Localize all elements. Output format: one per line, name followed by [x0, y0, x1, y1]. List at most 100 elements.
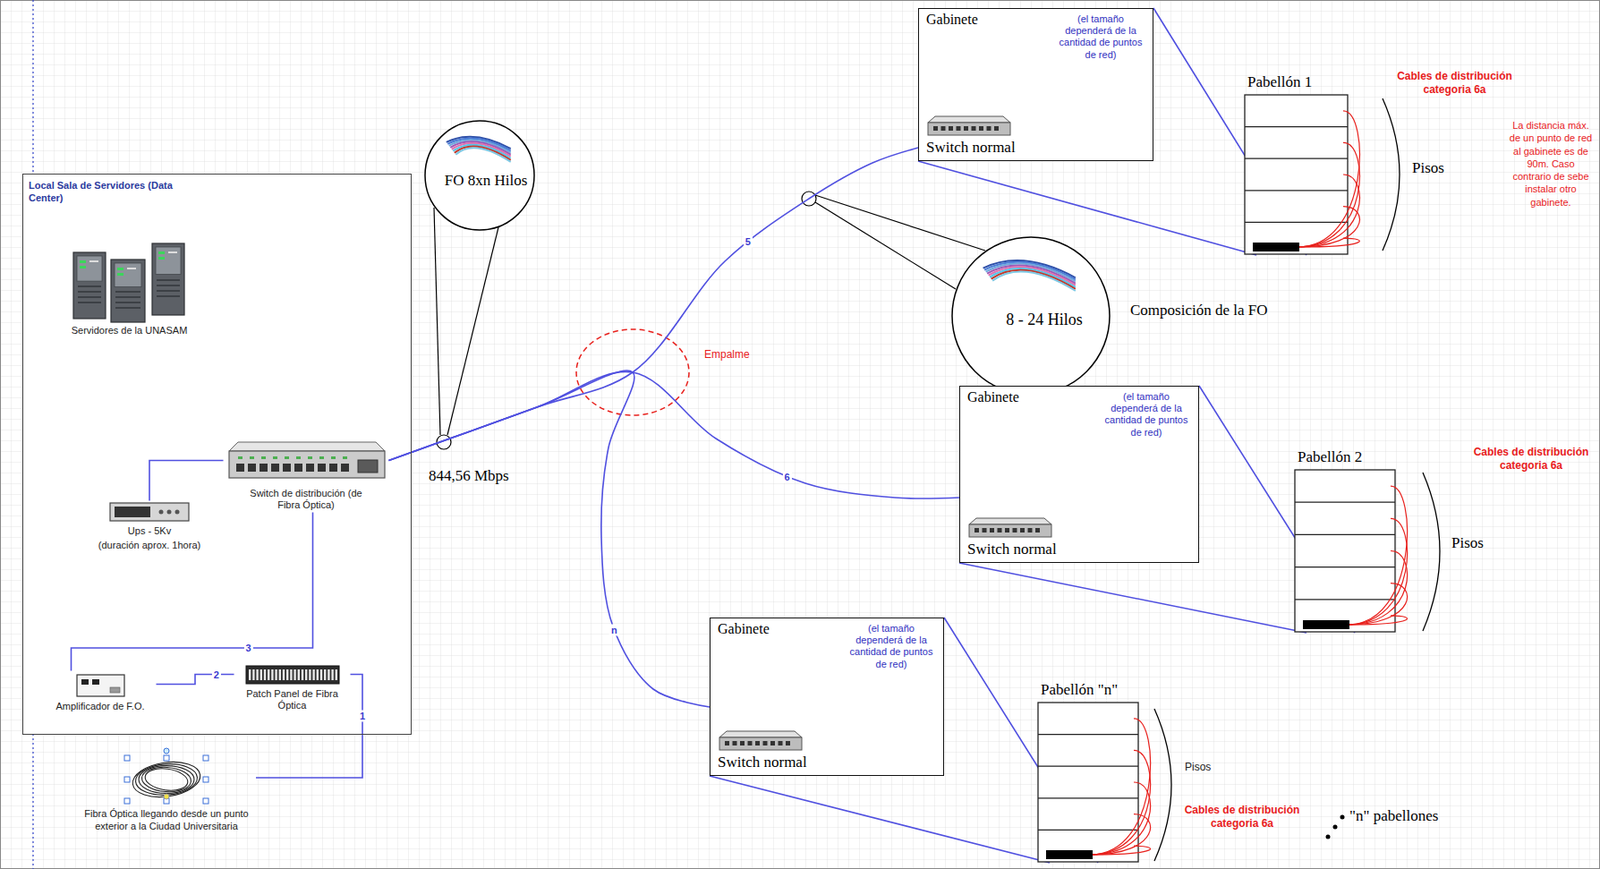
coil-icon-part-part — [141, 765, 193, 794]
switch-icon-part-part — [1004, 527, 1010, 533]
servers-icon-part-part — [115, 301, 141, 304]
distribution-cables-part — [1297, 142, 1360, 247]
floors-label: Pisos — [1451, 534, 1484, 553]
switch-icon-part-part — [1020, 527, 1025, 533]
coil-icon-part-part — [134, 761, 198, 797]
building: Pabellón 2 — [1293, 444, 1438, 633]
building-floors-part — [1294, 534, 1396, 536]
coil-icon-part-part — [163, 748, 170, 754]
switch-icon-part-part — [282, 463, 291, 472]
switch-icon-part-part — [249, 456, 255, 460]
distribution-cables-part — [1090, 814, 1151, 855]
patch-icon-part-part — [263, 669, 265, 681]
cabinet-box: Gabinete(el tamaño dependerá de la canti… — [959, 385, 1200, 563]
switch-icon-part-part — [1012, 527, 1018, 533]
switch-icon-part-part — [261, 456, 266, 460]
building-floors-part — [1038, 702, 1139, 862]
fiber-coil: Fibra Óptica llegando desde un punto ext… — [76, 749, 256, 843]
patch-icon-part-part — [305, 669, 307, 681]
distribution-cables — [1297, 110, 1360, 247]
switch-icon-part-part — [941, 126, 946, 131]
switch-icon-part-part — [978, 126, 984, 131]
distribution-cables-part — [1347, 615, 1408, 625]
switch-icon-part-part — [331, 456, 336, 460]
patch-icon-part — [246, 665, 340, 684]
more-buildings-label: "n" pabellones — [1349, 807, 1439, 826]
building-floors-part — [1244, 158, 1348, 160]
node-text: (el tamaño dependerá de la cantidad de p… — [846, 622, 937, 671]
coil-icon-part-part — [203, 798, 209, 804]
distribution-cables-part — [1090, 845, 1151, 855]
node-text: 8 - 24 Hilos — [951, 309, 1111, 329]
servers-icon-part-part — [127, 267, 137, 270]
link-number: 3 — [243, 642, 253, 655]
building-drawing — [1293, 468, 1438, 633]
link-number: 2 — [212, 668, 222, 681]
fiber-strands-part — [992, 271, 1076, 290]
room-box: Local Sala de Servidores (Data Center)Se… — [22, 173, 412, 735]
dot — [1333, 825, 1338, 830]
node-text: (el tamaño dependerá de la cantidad de p… — [1055, 13, 1146, 61]
fiber-strands-part — [455, 147, 511, 162]
servers-icon-part-part — [117, 272, 124, 276]
amp-icon-part-part — [110, 687, 120, 693]
amp-icon — [76, 671, 126, 698]
switch-icon-part-part — [997, 527, 1003, 533]
servers-icon-part-part — [114, 263, 142, 288]
building-drawing — [1243, 93, 1388, 256]
coil-icon-part — [124, 748, 209, 804]
distribution-cables-part — [1090, 749, 1151, 855]
servers-icon-part-part — [79, 265, 86, 269]
servers-icon-part-part — [79, 260, 86, 264]
switch-icon-part — [927, 116, 1011, 136]
cabinet-box: Gabinete(el tamaño dependerá de la canti… — [918, 8, 1154, 162]
switch-icon-part-part — [974, 527, 979, 533]
patch-icon-part-part — [259, 669, 262, 681]
ups-icon-part-part — [114, 506, 151, 518]
servers-icon — [53, 239, 206, 323]
servers-icon-part-part — [158, 256, 165, 260]
switch-icon-part-part — [969, 524, 1052, 537]
building-floors-part — [1244, 189, 1348, 191]
switch-icon-part-part — [724, 740, 730, 746]
servers-icon-part-part — [156, 284, 180, 287]
fiber-link — [156, 674, 235, 685]
patch-icon-part-part — [312, 669, 315, 681]
coil-icon-part-part — [163, 793, 170, 800]
node-text: FO 8xn Hilos — [424, 171, 536, 190]
node-text: Local Sala de Servidores (Data Center) — [23, 174, 208, 205]
building-floors — [1244, 94, 1348, 255]
switch-icon-part — [969, 518, 1052, 537]
switch-icon-part-part — [307, 456, 313, 460]
node-text: Pabellón "n" — [1037, 677, 1176, 702]
building-drawing — [1037, 701, 1176, 863]
link-number: n — [609, 623, 620, 636]
patch-icon-part-part — [323, 669, 326, 681]
node-text: Amplificador de F.O. — [55, 700, 145, 714]
coil-icon-part-part — [124, 798, 130, 804]
node-text: Pabellón 1 — [1243, 69, 1388, 94]
switch-icon-part-part — [994, 126, 999, 131]
rack-block — [1252, 242, 1300, 252]
ups-icon-part-part — [175, 509, 180, 514]
servers-icon-part-part — [76, 255, 103, 281]
fiber-zoom-circle: 8 - 24 Hilos — [951, 236, 1111, 396]
switch-icon-part-part — [259, 463, 268, 472]
switch-icon-part-part — [357, 459, 378, 473]
distribution-cables-part — [1090, 718, 1151, 855]
distribution-cables-part — [1347, 583, 1408, 625]
node-text: Patch Panel de Fibra Óptica — [243, 688, 342, 714]
node-text: Switch de distribución (de Fibra Óptica) — [247, 487, 365, 513]
servers-icon-part-part — [156, 289, 180, 292]
fiber-link — [71, 512, 314, 672]
switch-icon-part-part — [971, 126, 977, 131]
patch-icon-part-part — [289, 669, 292, 681]
fiber-link — [149, 460, 224, 502]
cable-note: Cables de distribución categoria 6a — [1465, 445, 1597, 473]
patch-icon — [245, 663, 341, 686]
building-floors-part — [1294, 598, 1396, 600]
bracket — [1422, 472, 1440, 631]
building: Pabellón 1 — [1243, 69, 1388, 256]
patch-icon-part-part — [281, 669, 284, 681]
